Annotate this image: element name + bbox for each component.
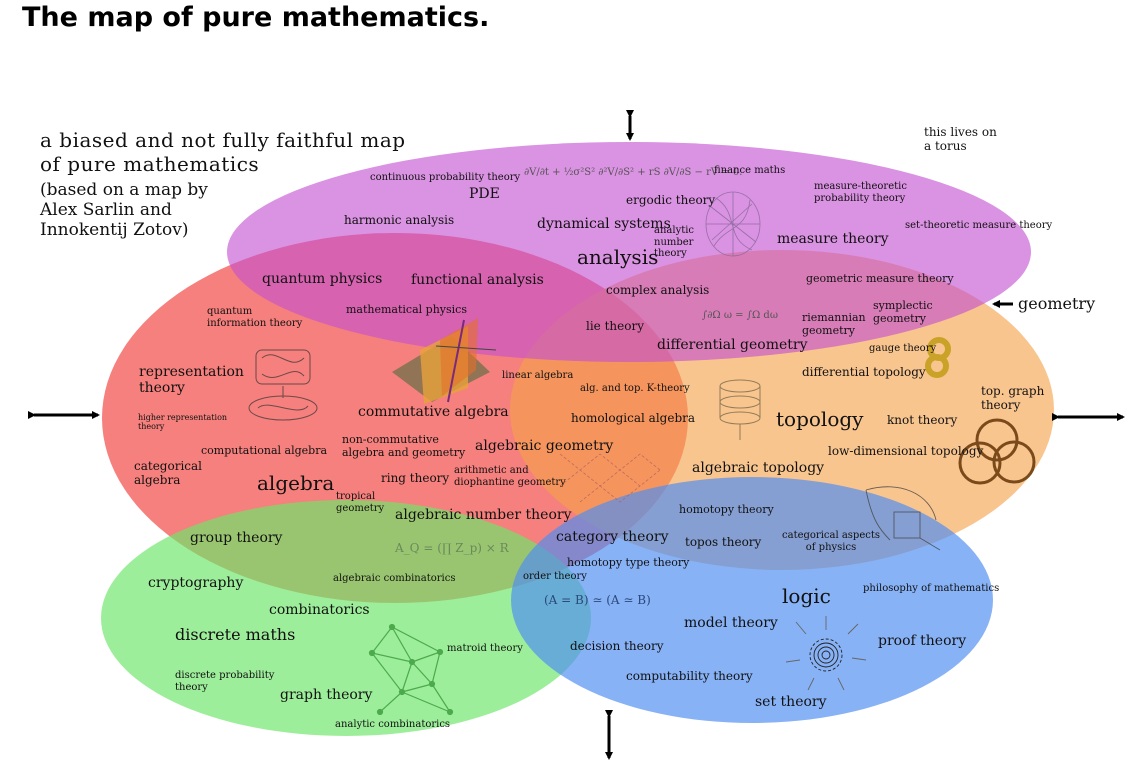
topic-ring-theory: ring theory [381, 471, 450, 485]
topic-topos-theory: topos theory [685, 535, 762, 549]
discrete-maths-region [101, 500, 591, 736]
topic-mathematical-physics: mathematical physics [346, 303, 467, 316]
topic-set-theory: set theory [755, 694, 827, 710]
intro-line-5: Innokentij Zotov) [40, 220, 189, 240]
topic-cryptography: cryptography [148, 575, 244, 591]
topic-dynamical-systems: dynamical systems [537, 216, 671, 232]
topic-low-dimensional-topology: low-dimensional topology [828, 444, 984, 458]
topic-continuous-probability: continuous probability theory [370, 172, 521, 183]
topic-analytic-combinatorics: analytic combinatorics [335, 719, 451, 730]
topic-differential-geometry: differential geometry [657, 337, 808, 353]
graph-network-icon [368, 623, 454, 716]
topic-categorical-algebra: categorical algebra [134, 459, 202, 487]
topic-computational-algebra: computational algebra [201, 444, 328, 457]
topic-topological-graph-theory: top. graph theory [981, 384, 1045, 412]
topic-order-theory: order theory [523, 571, 587, 582]
region-label-analysis: analysis [577, 245, 659, 269]
topic-geometric-measure-theory: geometric measure theory [806, 272, 954, 285]
region-label-algebra: algebra [257, 471, 335, 495]
topic-group-theory: group theory [190, 530, 283, 546]
topic-tropical-geometry: tropical geometry [336, 491, 385, 514]
topic-riemannian-geometry: riemannian geometry [802, 311, 866, 337]
topic-complex-analysis: complex analysis [606, 283, 710, 297]
topic-decision-theory: decision theory [570, 639, 664, 653]
topic-graph-theory: graph theory [280, 687, 373, 703]
topic-analytic-number-theory: analytic number theory [654, 225, 695, 259]
topic-linear-algebra: linear algebra [502, 370, 574, 381]
commutative-diagram-icon [865, 486, 941, 551]
saddle-surface-icon [392, 318, 497, 404]
topic-alg-top-k-theory: alg. and top. K-theory [580, 383, 690, 394]
topic-proof-theory: proof theory [878, 633, 967, 649]
topic-knot-theory: knot theory [887, 413, 958, 427]
topic-algebraic-number-theory: algebraic number theory [395, 507, 572, 523]
topic-topology: topology [776, 407, 864, 431]
topic-matroid-theory: matroid theory [447, 643, 523, 654]
stokes-formula: ∫∂Ω ω = ∫Ω dω [702, 310, 778, 321]
topic-categorical-aspects-of-physics: categorical aspects of physics [782, 530, 881, 553]
geometry-label: geometry [1018, 294, 1096, 313]
topic-harmonic-analysis: harmonic analysis [344, 213, 455, 227]
topic-model-theory: model theory [684, 615, 778, 631]
adeles-formula: A_Q = (∏ Z_p) × R [395, 541, 509, 555]
topic-category-theory: category theory [556, 529, 669, 545]
topic-computability-theory: computability theory [626, 669, 753, 683]
intro-line-2: of pure mathematics [40, 152, 260, 176]
kleinian-fractal-icon [705, 191, 761, 257]
lattice-icon [559, 453, 661, 503]
topic-ergodic-theory: ergodic theory [626, 193, 716, 207]
topic-differential-topology: differential topology [802, 365, 926, 379]
topic-measure-theoretic-probability: measure-theoretic probability theory [814, 181, 907, 204]
topic-higher-representation-theory: higher representation theory [138, 413, 228, 432]
topic-algebraic-geometry: algebraic geometry [475, 438, 614, 454]
topic-philosophy-of-mathematics: philosophy of mathematics [863, 583, 1000, 594]
topic-set-theoretic-measure-theory: set-theoretic measure theory [905, 220, 1053, 231]
topic-combinatorics: combinatorics [269, 602, 370, 618]
trefoil-knot-icon [958, 418, 1036, 485]
intro-note: a biased and not fully faithful map of p… [40, 128, 406, 240]
topic-commutative-algebra: commutative algebra [358, 404, 509, 420]
topic-homotopy-type-theory: homotopy type theory [567, 556, 690, 569]
topic-functional-analysis: functional analysis [411, 272, 544, 288]
topic-finance-maths: finance maths [714, 165, 786, 176]
analysis-region [227, 142, 1031, 362]
region-label-discrete-maths: discrete maths [175, 625, 296, 644]
topic-homological-algebra: homological algebra [571, 411, 696, 425]
intro-line-1: a biased and not fully faithful map [40, 128, 406, 152]
univalence-formula: (A = B) ≃ (A ≃ B) [544, 593, 651, 607]
topic-arithmetic-diophantine-geometry: arithmetic and diophantine geometry [454, 465, 566, 488]
topic-quantum-physics: quantum physics [262, 271, 383, 287]
topic-lie-theory: lie theory [586, 319, 644, 333]
figure-eight-torus-icon [925, 337, 951, 378]
topic-homotopy-theory: homotopy theory [679, 503, 774, 516]
topic-representation-theory: representation theory [139, 364, 244, 397]
intro-line-4: Alex Sarlin and [40, 200, 172, 220]
logic-region [511, 477, 993, 723]
topic-symplectic-geometry: symplectic geometry [873, 299, 933, 325]
stacked-disks-icon [719, 379, 761, 440]
spiral-icon [785, 616, 867, 691]
braid-cobordism-icon [248, 349, 318, 421]
torus-note: this lives on a torus [924, 125, 997, 153]
black-scholes-formula: ∂V/∂t + ½σ²S² ∂²V/∂S² + rS ∂V/∂S − rV = … [524, 167, 743, 178]
topic-discrete-probability-theory: discrete probability theory [175, 670, 275, 693]
topic-pde: PDE [469, 186, 500, 202]
topic-non-commutative-algebra: non-commutative algebra and geometry [342, 433, 466, 459]
page-title: The map of pure mathematics. [22, 2, 490, 33]
topic-algebraic-combinatorics: algebraic combinatorics [333, 573, 456, 584]
topic-quantum-information-theory: quantum information theory [207, 306, 303, 329]
region-label-logic: logic [782, 584, 831, 608]
topic-gauge-theory: gauge theory [869, 343, 937, 354]
topic-measure-theory: measure theory [777, 231, 889, 247]
topic-algebraic-topology: algebraic topology [692, 460, 825, 476]
intro-line-3: (based on a map by [40, 180, 208, 200]
